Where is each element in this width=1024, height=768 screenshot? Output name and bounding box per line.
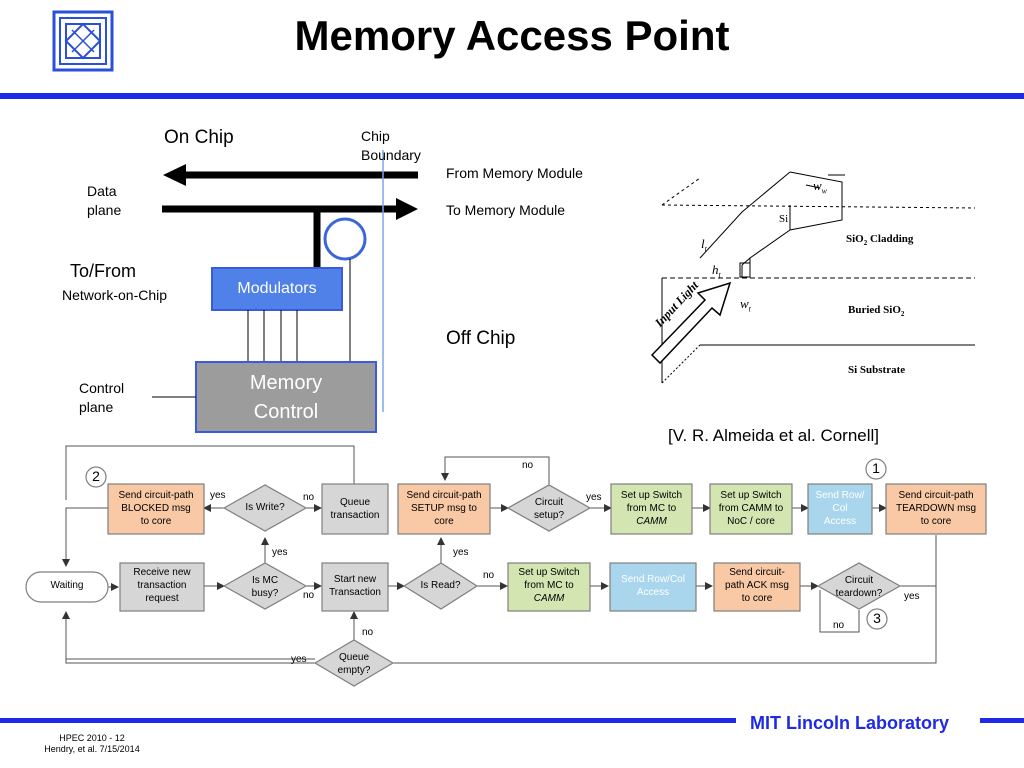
edge-no-teardown: no <box>833 620 845 631</box>
queue-transaction-node <box>321 483 389 535</box>
edge-no-busy: no <box>303 590 315 601</box>
to-from-label: To/From <box>70 261 137 281</box>
send-teardown-node <box>885 483 987 535</box>
edge-yes-busy: yes <box>272 547 288 558</box>
edge-no-setup: no <box>522 460 534 471</box>
start-new-node <box>321 562 389 612</box>
is-write-text: Is Write? <box>245 502 285 513</box>
lt-label: lt <box>701 236 707 254</box>
marker-3 <box>866 608 888 630</box>
from-memory-label: From Memory Module <box>446 165 583 181</box>
si-label: Si <box>779 213 789 225</box>
footer-rule-left <box>0 718 736 723</box>
waiting-text: Waiting <box>50 580 84 591</box>
ww-label: ww <box>813 178 828 196</box>
flowchart-shapes <box>25 458 987 687</box>
flowchart <box>62 445 937 664</box>
marker-2 <box>85 466 107 488</box>
waiting-node <box>25 571 109 603</box>
ring-modulator <box>323 217 367 261</box>
receive-node <box>119 562 205 612</box>
send-row-col-2-node <box>609 562 697 612</box>
chip-boundary-label: Chip Boundary <box>361 128 421 163</box>
page-title: Memory Access Point <box>294 12 730 59</box>
data-plane-label: Data plane <box>87 183 122 218</box>
cladding-label: SiO2 Cladding <box>846 233 914 248</box>
is-mc-busy-node <box>222 562 308 610</box>
is-read-node <box>402 562 479 610</box>
buried-label: Buried SiO2 <box>848 304 905 319</box>
citation: [V. R. Almeida et al. Cornell] <box>668 426 880 445</box>
control-plane-label: Control plane <box>79 380 125 415</box>
footer-info: HPEC 2010 - 12 Hendry, et al. 7/15/2014 <box>44 733 140 754</box>
setup-camm-noc-node <box>709 483 793 535</box>
is-write-node <box>222 484 308 532</box>
send-ack-node <box>713 562 801 612</box>
edge-no-write: no <box>303 492 315 503</box>
architecture-diagram <box>152 150 418 433</box>
wt-label: wt <box>740 296 751 314</box>
marker-2-text: 2 <box>92 468 100 484</box>
send-row-col-1-node <box>807 483 873 535</box>
edge-yes-queue: yes <box>291 654 307 665</box>
edge-no-read: no <box>483 570 495 581</box>
substrate-label: Si Substrate <box>848 364 906 376</box>
waveguide-diagram <box>650 171 976 384</box>
on-chip-label: On Chip <box>164 127 234 148</box>
to-memory-label: To Memory Module <box>446 202 566 218</box>
modulators-box <box>211 267 343 311</box>
edge-yes-blocked: yes <box>210 490 226 501</box>
edge-yes-read: yes <box>453 547 469 558</box>
marker-1-text: 1 <box>872 460 880 476</box>
edge-yes-setup: yes <box>586 492 602 503</box>
setup-mc-camm-top-node <box>610 483 693 535</box>
circuit-setup-node <box>506 484 592 532</box>
is-read-text: Is Read? <box>420 580 461 591</box>
ht-label: ht <box>712 262 721 280</box>
marker-3-text: 3 <box>873 610 881 626</box>
header-rule <box>0 93 1024 99</box>
circuit-teardown-node <box>816 562 902 610</box>
lab-name: MIT Lincoln Laboratory <box>750 713 950 733</box>
modulators-label: Modulators <box>237 280 317 297</box>
mit-logo <box>52 10 114 72</box>
footer-rule-right <box>980 718 1024 723</box>
memory-control-box <box>195 361 377 433</box>
send-setup-node <box>397 483 491 535</box>
edge-no-queue: no <box>362 627 374 638</box>
setup-mc-camm-node <box>507 562 591 612</box>
send-blocked-node <box>107 483 205 535</box>
off-chip-label: Off Chip <box>446 328 516 349</box>
network-on-chip-label: Network-on-Chip <box>62 287 168 303</box>
queue-empty-node <box>313 639 395 687</box>
edge-yes-teardown: yes <box>904 591 920 602</box>
marker-1 <box>865 458 887 480</box>
memory-control-label: Memory Control <box>249 372 323 423</box>
